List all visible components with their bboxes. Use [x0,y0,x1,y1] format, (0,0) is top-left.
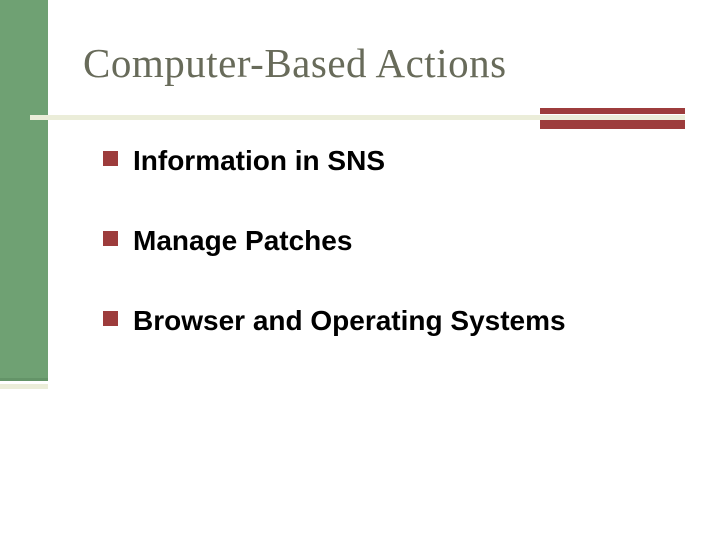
bullet-square-icon [103,151,118,166]
title-underline-rule [30,115,685,120]
bullet-item: Browser and Operating Systems [103,305,566,337]
bullet-label: Browser and Operating Systems [133,305,566,336]
bullet-square-icon [103,311,118,326]
slide-title: Computer-Based Actions [83,40,507,86]
left-accent-bar-underline [0,384,48,389]
bullet-label: Manage Patches [133,225,353,256]
left-accent-bar [0,0,48,381]
bullet-list: Information in SNS Manage Patches Browse… [103,145,566,337]
bullet-item: Manage Patches [103,225,566,257]
top-right-accent-bar-thin [540,108,685,114]
bullet-item: Information in SNS [103,145,566,177]
bullet-square-icon [103,231,118,246]
bullet-label: Information in SNS [133,145,385,176]
top-right-accent-bar-thick [540,120,685,129]
